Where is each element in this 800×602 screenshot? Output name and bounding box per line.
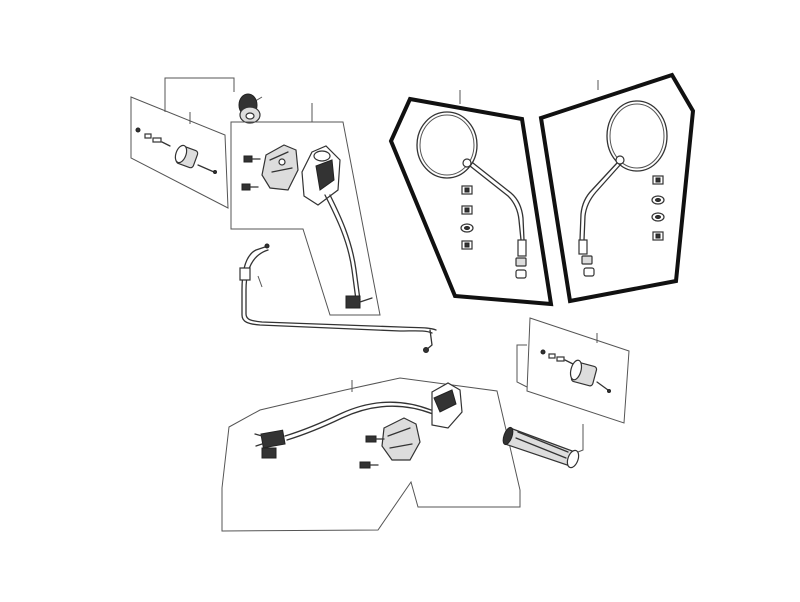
mirror-joint-icon	[462, 158, 472, 168]
bar-end-weight-icon	[174, 144, 199, 169]
switch-housing-icon	[381, 417, 421, 461]
throttle-cable-icon	[241, 245, 433, 334]
cable-sheath-icon	[245, 249, 437, 331]
nut-icon	[461, 185, 473, 195]
throttle-cable-group[interactable]	[239, 243, 437, 353]
cable-nipple-icon	[264, 243, 270, 249]
bar-end-weight-upper-group[interactable]	[130, 77, 235, 209]
mirror-stem-outline-icon	[583, 163, 622, 241]
mirror-glass-icon	[416, 111, 478, 179]
nut-icon	[652, 231, 664, 241]
brake-master-cylinder-icon	[431, 382, 463, 429]
group-outline	[526, 317, 630, 424]
throttle-housing-assembly-group[interactable]	[230, 103, 381, 316]
screw-shaft-icon	[197, 164, 215, 173]
bolt-icon	[564, 359, 574, 365]
bracket-line	[516, 344, 528, 388]
group-outline	[130, 96, 229, 209]
mirror-thread-icon	[517, 239, 527, 257]
nut-icon	[461, 205, 473, 215]
screw-tip-icon	[213, 170, 217, 174]
group-outline	[230, 121, 381, 316]
cable-connector-icon	[345, 295, 373, 309]
brake-hose-icon	[284, 401, 432, 437]
mirror-stem-icon	[469, 165, 522, 241]
mirror-rim-icon	[609, 103, 665, 169]
mirror-nut-icon	[515, 257, 527, 267]
nut-icon	[652, 175, 664, 185]
leader-line	[257, 275, 263, 288]
throttle-cable-upper-icon	[324, 194, 357, 301]
leader-line	[164, 77, 235, 112]
screw-icon	[241, 183, 259, 191]
bar-end-weight-icon	[569, 359, 598, 387]
nut-icon	[144, 133, 152, 139]
mirror-nut-icon	[581, 255, 593, 265]
washer-icon	[540, 349, 546, 355]
mirror-stem-icon	[579, 162, 618, 241]
mirror-left-group[interactable]	[388, 90, 554, 307]
switch-housing-icon	[261, 144, 299, 191]
screw-icon	[365, 435, 385, 443]
throttle-tube-icon	[301, 145, 341, 206]
nut-icon	[651, 195, 665, 205]
screw-icon	[243, 155, 261, 163]
cable-nipple-icon	[423, 347, 429, 353]
mirror-right-group[interactable]	[538, 72, 696, 304]
handle-grip-icon	[502, 426, 580, 469]
screw-icon	[359, 461, 379, 469]
leader-line	[577, 424, 584, 453]
brake-hose-outline-icon	[286, 405, 434, 441]
bolt-icon	[161, 141, 171, 147]
washer-icon	[135, 127, 141, 133]
mirror-adapter-icon	[515, 269, 527, 279]
mirror-joint-icon	[615, 155, 625, 165]
mirror-glass-icon	[606, 100, 668, 172]
mirror-thread-icon	[578, 239, 588, 255]
brake-lever-assembly-group[interactable]	[221, 377, 521, 532]
bar-end-weight-lower-group[interactable]	[516, 317, 630, 424]
highlight-border	[388, 96, 554, 307]
nut-icon	[651, 212, 665, 222]
cable-sheath-icon	[329, 194, 361, 301]
hose-end-fitting-icon	[254, 429, 286, 459]
grip-rubber-upper-group[interactable]	[238, 93, 263, 124]
mirror-adapter-icon	[583, 267, 595, 277]
screw-tip-icon	[607, 389, 611, 393]
spacer-icon	[556, 356, 565, 362]
nut-icon	[461, 240, 473, 250]
cable-adjuster-icon	[239, 267, 251, 281]
mirror-rim-icon	[419, 114, 475, 176]
highlight-border	[538, 72, 696, 304]
group-outline	[221, 377, 521, 532]
screw-shaft-icon	[596, 381, 609, 391]
mirror-stem-outline-icon	[472, 162, 525, 241]
handle-grip-lower-group[interactable]	[501, 424, 584, 469]
nut-icon	[460, 223, 474, 233]
nut-icon	[548, 353, 556, 359]
grip-bore-icon	[245, 112, 255, 120]
spacer-icon	[152, 137, 162, 143]
